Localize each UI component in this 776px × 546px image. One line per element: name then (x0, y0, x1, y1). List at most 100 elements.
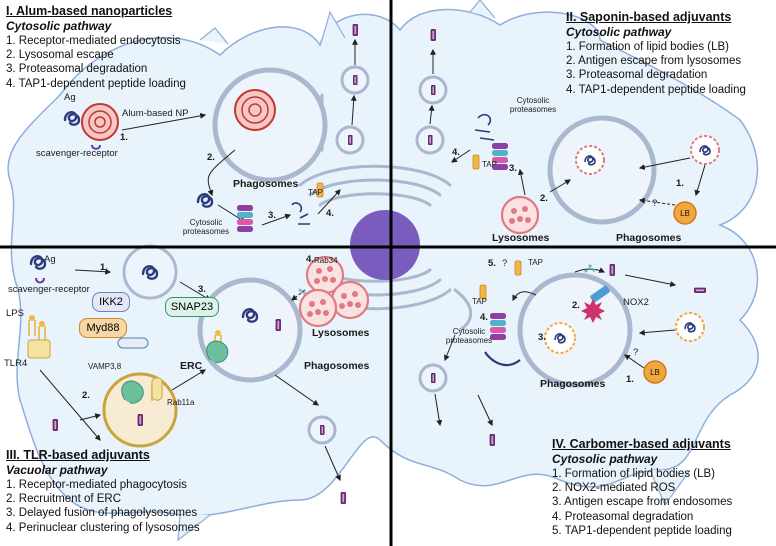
label-erc: ERC (180, 360, 203, 372)
mhc-icon (428, 135, 433, 145)
arrow (512, 291, 537, 302)
lysosome-q3 (298, 288, 338, 328)
panel-step: 4. TAP1-dependent peptide loading (566, 83, 746, 96)
lysosome-q2 (500, 195, 540, 235)
label-cytosolic-proteasomes: Cytosolic proteasomes (509, 96, 557, 114)
step-marker: 1. (120, 132, 128, 143)
label-ag: Ag (64, 92, 76, 103)
mhc-on-surface-icon (340, 492, 346, 504)
tlr4-receptor-icon (121, 380, 144, 404)
step-marker: 2. (82, 390, 90, 401)
phagosome-q1 (212, 67, 328, 183)
ros-icon (581, 299, 605, 323)
panel-step: 3. Proteasomal degradation (566, 69, 708, 82)
step-marker: 3. (509, 163, 517, 174)
label-cytosolic-proteasomes: Cytosolic proteasomes (182, 218, 230, 236)
label-rab34: Rab34 (314, 256, 338, 265)
label-lysosomes: Lysosomes (492, 232, 550, 244)
panel-step: 4. Proteasomal degradation (552, 510, 694, 523)
arrow-dashed (291, 289, 306, 301)
label-lb: LB (650, 368, 660, 377)
lps-tlr4-complex (27, 314, 51, 359)
panel-step: 3. Proteasomal degradation (6, 63, 148, 76)
scavenger-receptor-icon (91, 144, 101, 150)
tlr4-receptor-icon (206, 340, 229, 363)
lipid-body-q2 (673, 201, 697, 225)
label-rab11a: Rab11a (167, 398, 195, 407)
arrow-dashed (638, 197, 676, 206)
label-scavenger-receptor: scavenger-receptor (8, 284, 90, 295)
snap23-box: SNAP23 (165, 297, 219, 317)
tap-transporter-icon (472, 154, 480, 170)
arrow (638, 329, 676, 336)
panel-saponin: II. Saponin-based adjuvants Cytosolic pa… (566, 10, 746, 97)
arrow (624, 274, 677, 288)
mhc-icon (275, 319, 281, 331)
mhc-icon (137, 414, 143, 426)
lysosome-q3 (330, 280, 370, 320)
cell-protrusion (199, 27, 229, 45)
label-lb: LB (680, 209, 690, 218)
step-marker: 5. (488, 258, 496, 269)
arrow (171, 369, 207, 391)
label-question: ? (502, 258, 508, 269)
mhc-icon (431, 373, 436, 383)
mhc-on-surface-icon (489, 434, 495, 446)
arrow (39, 369, 101, 441)
tap-transporter-icon (514, 260, 522, 276)
cell-protrusion (649, 469, 691, 507)
panel-step: 4. TAP1-dependent peptide loading (6, 77, 186, 90)
panel-pathway: Cytosolic pathway (6, 19, 112, 33)
arrow (638, 157, 691, 171)
panel-pathway: Vacuolar pathway (6, 463, 108, 477)
panel-step: 2. Antigen escape from lysosomes (566, 55, 742, 68)
label-tap: TAP (528, 258, 543, 267)
label-scavenger-receptor: scavenger-receptor (36, 148, 118, 159)
arrow (517, 168, 526, 196)
label-phagosomes: Phagosomes (233, 178, 299, 190)
phagosome-q3 (197, 277, 303, 383)
arrow-phagocytosis (74, 268, 112, 275)
panel-step: 4. Perinuclear clustering of lysosomes (6, 521, 200, 534)
arrow (324, 445, 341, 482)
arrow-lysosomal-escape (207, 149, 236, 197)
arrow (274, 374, 319, 406)
carbomer-particle (544, 322, 576, 354)
peptide-dots (588, 264, 592, 268)
label-phagosomes: Phagosomes (304, 360, 370, 372)
label-ag: Ag (44, 254, 56, 265)
arrow (350, 94, 357, 126)
step-marker: 2. (572, 300, 580, 311)
label-vamp: VAMP3,8 (88, 362, 122, 371)
panel-step: 2. Recruitment of ERC (6, 493, 122, 506)
mhc-icon (348, 135, 353, 145)
panel-step: 1. Receptor-mediated endocytosis (6, 35, 181, 47)
step-marker: 4. (326, 208, 334, 219)
mhc-on-surface-icon (694, 287, 706, 293)
panel-step: 2. Lysosomal escape (6, 49, 114, 62)
panel-step: 3. Delayed fusion of phagolysosomes (6, 507, 198, 520)
arrow (434, 393, 443, 427)
step-marker: 4. (306, 254, 314, 265)
panel-step: 3. Antigen escape from endosomes (552, 496, 733, 509)
step-marker: 1. (100, 262, 108, 273)
panel-tlr: III. TLR-based adjuvants Vacuolar pathwa… (6, 448, 200, 535)
mhc-on-surface-icon (352, 24, 358, 36)
label-nox2: NOX2 (623, 297, 649, 308)
cell-protrusion (469, 0, 496, 19)
arrow (451, 149, 471, 163)
saponin-particle (575, 145, 605, 175)
cell-protrusion (177, 514, 211, 542)
step-marker: 4. (480, 312, 488, 323)
label-lysosomes: Lysosomes (312, 327, 370, 339)
panel-alum: I. Alum-based nanoparticles Cytosolic pa… (6, 4, 186, 91)
rab11a-icon (151, 377, 163, 401)
ikk2-box: IKK2 (92, 292, 130, 312)
panel-step: 5. TAP1-dependent peptide loading (552, 524, 732, 537)
panel-title: II. Saponin-based adjuvants (566, 10, 732, 24)
arrow (79, 413, 102, 421)
peptides-icon (291, 202, 310, 225)
arrow (694, 164, 706, 197)
step-marker: 2. (540, 193, 548, 204)
step-marker: 1. (626, 374, 634, 385)
